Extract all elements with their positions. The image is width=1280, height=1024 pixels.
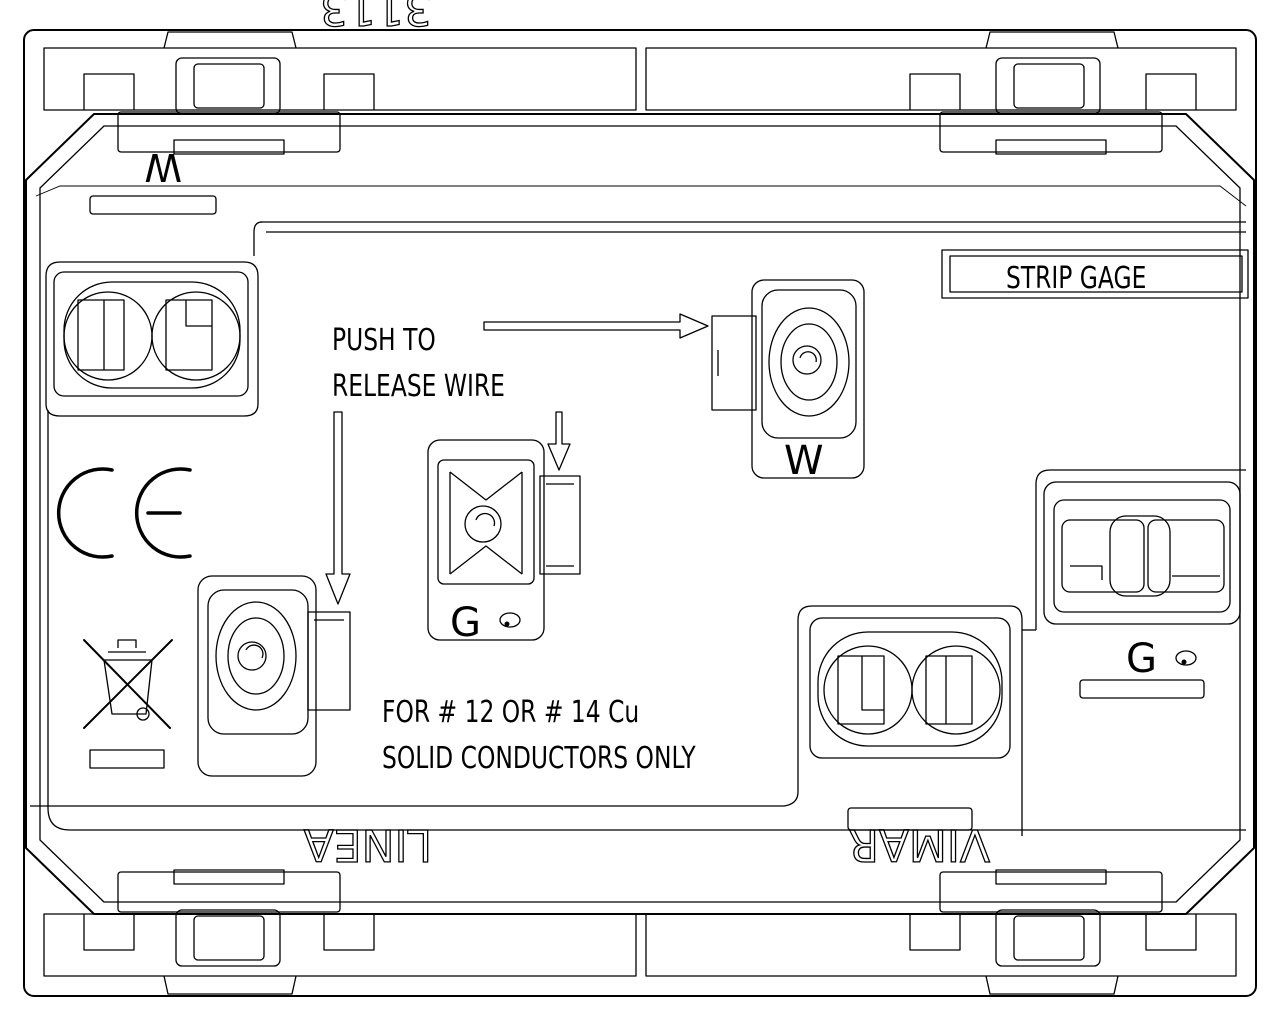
terminal-g-right	[1022, 469, 1246, 699]
ce-mark-icon	[57, 467, 192, 559]
strip-gage-box	[941, 249, 1249, 299]
push-label-line2: RELEASE WIRE	[332, 369, 505, 404]
crossed-out-wheelie-bin-icon	[83, 639, 173, 769]
terminal-label-w-top-left: W	[144, 145, 182, 189]
push-release-arrow-icon	[325, 313, 709, 605]
terminal-lower-left	[197, 575, 351, 777]
strip-gage-label: STRIP GAGE	[1006, 261, 1146, 296]
mirrored-label-bottom-right: VIMAR	[848, 819, 990, 870]
mirrored-label-bottom-left: LINEA	[304, 819, 432, 870]
bottom-clips	[83, 869, 1197, 967]
wire-spec-line1: FOR # 12 OR # 14 Cu	[382, 695, 639, 730]
outer-frame	[23, 29, 1257, 997]
terminal-w-upper-right	[711, 279, 865, 479]
mirrored-label-top-left: 3113	[320, 0, 432, 34]
push-label-line1: PUSH TO	[332, 323, 436, 358]
terminal-label-g-center: G	[450, 600, 481, 646]
text-labels: PUSH TO RELEASE WIRE STRIP GAGE FOR # 12…	[144, 0, 1157, 871]
terminal-g-center	[427, 439, 581, 641]
terminal-label-w-upper-right: W	[784, 438, 824, 484]
terminal-label-g-right: G	[1126, 636, 1157, 682]
terminal-w-top-left	[45, 261, 259, 417]
wire-spec-line2: SOLID CONDUCTORS ONLY	[382, 741, 696, 776]
terminal-lower-right	[30, 605, 1023, 836]
top-clips	[83, 57, 1197, 155]
main-body	[25, 113, 1255, 915]
